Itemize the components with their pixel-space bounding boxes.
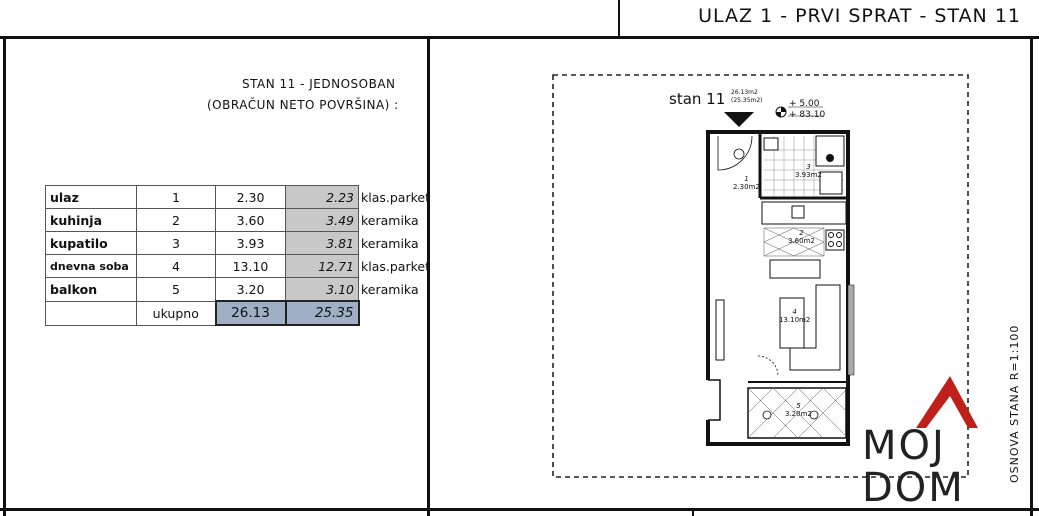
room-name: kuhinja — [45, 208, 137, 232]
plan-area-gross: 26.13m2 — [731, 89, 758, 96]
room-5-area: 3.20m2 — [785, 410, 812, 418]
room-number: 1 — [136, 185, 216, 209]
plan-area-net: (25.35m2) — [731, 97, 763, 104]
room-gross-area: 3.60 — [215, 208, 286, 232]
tv-unit — [715, 299, 725, 361]
room-gross-area: 13.10 — [215, 254, 286, 278]
frame-middle — [427, 36, 430, 516]
plan-level-2: + 83.10 — [789, 110, 826, 120]
stove-icon — [825, 229, 845, 251]
room-3-number: 3 — [806, 163, 811, 171]
room-net-area: 2.23 — [285, 185, 359, 209]
washbasin-icon — [819, 171, 843, 195]
room-2-number: 2 — [799, 229, 804, 237]
room-name: ulaz — [45, 185, 137, 209]
room-net-area: 3.49 — [285, 208, 359, 232]
room-floor-material: keramika — [361, 235, 419, 251]
balcony-floor — [747, 387, 847, 439]
sofa — [789, 284, 841, 371]
total-net: 25.35 — [284, 300, 360, 326]
plan-apartment-label: stan 11 — [669, 90, 726, 108]
apartment-title: STAN 11 - JEDNOSOBAN — [242, 77, 396, 91]
frame-left — [3, 36, 6, 516]
room-3-area: 3.93m2 — [795, 171, 822, 179]
total-label: ukupno — [136, 301, 216, 326]
entry-door — [717, 135, 753, 171]
floor-plan — [552, 74, 969, 478]
room-5-label: 5 3.20m2 — [785, 402, 812, 418]
room-3-label: 3 3.93m2 — [795, 163, 822, 179]
room-name: balkon — [45, 277, 137, 302]
room-floor-material: klas.parket — [361, 258, 430, 274]
room-2-area: 3.60m2 — [788, 237, 815, 245]
radiator — [847, 284, 855, 376]
logo-line-2: DOM — [862, 465, 965, 511]
room-net-area: 3.10 — [285, 277, 359, 302]
room-4-area: 13.10m2 — [779, 316, 811, 324]
room-gross-area: 3.93 — [215, 231, 286, 255]
room-4-number: 4 — [792, 308, 797, 316]
room-name: dnevna soba — [45, 254, 137, 278]
total-gross: 26.13 — [214, 300, 287, 326]
entry-marker-icon — [724, 112, 754, 127]
toilet-icon — [763, 137, 779, 151]
total-row: ukupno 26.13 25.35 — [45, 300, 435, 326]
room-gross-area: 2.30 — [215, 185, 286, 209]
frame-right — [1030, 36, 1033, 516]
room-gross-area: 3.20 — [215, 277, 286, 302]
header-rule — [0, 36, 1039, 39]
room-number: 2 — [136, 208, 216, 232]
room-number: 4 — [136, 254, 216, 278]
sheet-title: ULAZ 1 - PRVI SPRAT - STAN 11 — [698, 5, 1021, 27]
logo-roof-icon — [916, 376, 978, 428]
room-number: 3 — [136, 231, 216, 255]
room-2-label: 2 3.60m2 — [788, 229, 815, 245]
room-4-label: 4 13.10m2 — [779, 308, 810, 324]
room-floor-material: keramika — [361, 212, 419, 228]
frame-bottom-tick — [692, 508, 694, 516]
room-5-number: 5 — [796, 402, 801, 410]
coffee-table — [779, 297, 805, 349]
room-1-area: 2.30m2 — [733, 183, 760, 191]
apartment-subtitle: (OBRAČUN NETO POVRŠINA) : — [207, 98, 399, 112]
room-floor-material: keramika — [361, 281, 419, 297]
room-number: 5 — [136, 277, 216, 302]
logo-line-1: MOJ — [862, 423, 946, 469]
plan-scale-caption: OSNOVA STANA R=1:100 — [1008, 324, 1021, 483]
plan-level-1: + 5.00 — [789, 99, 820, 109]
room-1-number: 1 — [744, 175, 749, 183]
room-1-label: 1 2.30m2 — [733, 175, 760, 191]
dining-table — [769, 259, 821, 279]
plot-boundary — [552, 74, 969, 478]
room-net-area: 3.81 — [285, 231, 359, 255]
room-net-area: 12.71 — [285, 254, 359, 278]
room-floor-material: klas.parket — [361, 189, 430, 205]
frame-bottom — [0, 508, 1039, 511]
room-name: kupatilo — [45, 231, 137, 255]
kitchen-floor — [763, 227, 825, 257]
header-divider — [618, 0, 620, 38]
